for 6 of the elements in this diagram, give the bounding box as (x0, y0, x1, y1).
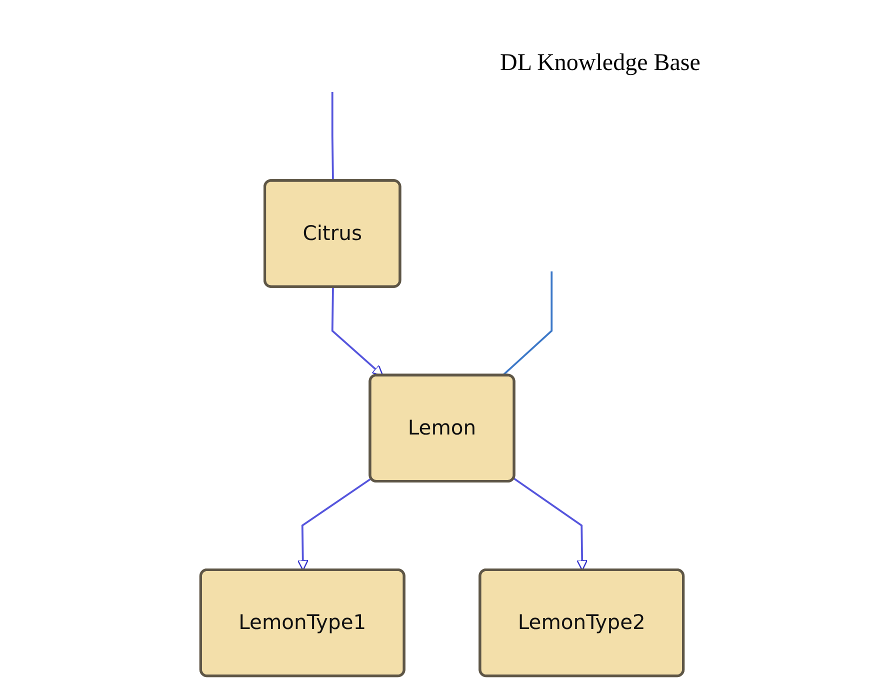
arrow (513, 478, 588, 571)
connector (502, 271, 553, 376)
note-text: DL Knowledge Base (500, 50, 700, 77)
arrow (331, 287, 384, 376)
connector (331, 92, 334, 182)
arrow (297, 478, 372, 571)
